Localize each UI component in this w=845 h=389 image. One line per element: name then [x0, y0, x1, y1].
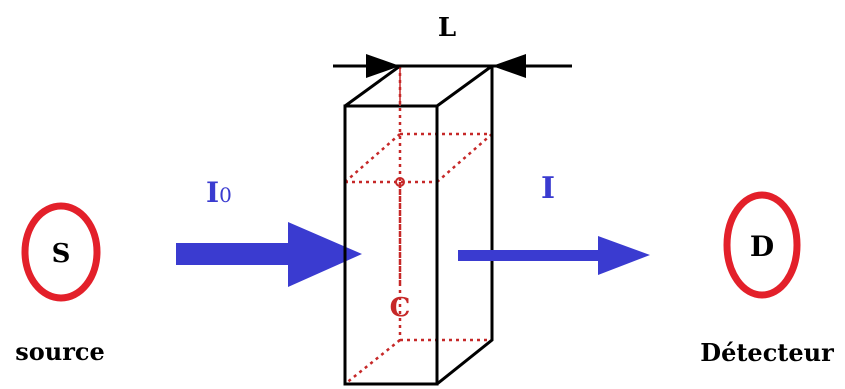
- transmitted-beam: I: [458, 171, 650, 275]
- detector-letter: D: [750, 230, 774, 263]
- cuvette-hidden-edges: [344, 66, 493, 385]
- transmitted-beam-shaft: [458, 250, 602, 261]
- detector-group: D Détecteur: [700, 191, 834, 367]
- source-caption: source: [15, 337, 105, 366]
- source-ring: [21, 202, 101, 302]
- incident-beam: I0: [176, 176, 362, 287]
- transmitted-beam-label: I: [541, 171, 555, 206]
- incident-beam-label: I0: [206, 176, 232, 209]
- incident-beam-symbol: I: [206, 176, 219, 209]
- concentration-label: C: [390, 293, 411, 323]
- source-group: S source: [15, 202, 105, 366]
- incident-beam-shaft: [176, 243, 292, 265]
- path-length-arrow-left: [366, 54, 400, 78]
- source-letter: S: [52, 239, 71, 269]
- cuvette: C: [343, 64, 497, 386]
- detector-ring: [723, 191, 801, 299]
- transmitted-beam-head: [598, 236, 650, 275]
- path-length-indicator: L: [333, 13, 572, 78]
- cuvette-visible-edges: [343, 64, 497, 386]
- cuvette-center-point: [395, 177, 405, 187]
- detector-caption: Détecteur: [700, 338, 834, 367]
- path-length-arrow-right: [492, 54, 526, 78]
- incident-beam-subscript: 0: [219, 183, 232, 207]
- path-length-label: L: [438, 13, 456, 43]
- incident-beam-head: [288, 222, 362, 287]
